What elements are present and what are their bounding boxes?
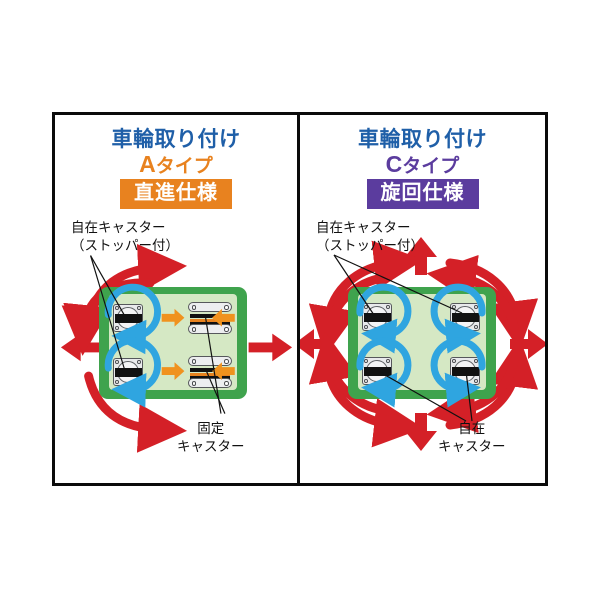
caster-fixed-front-right bbox=[188, 302, 232, 334]
axis-arrow-front-right bbox=[161, 308, 235, 327]
panel-a-type-letter: A bbox=[139, 151, 156, 177]
panel-a-fixed-note-line1: 固定 bbox=[197, 421, 225, 436]
leader-bottom-1 bbox=[377, 370, 467, 422]
leader-swivel-1 bbox=[90, 255, 125, 316]
panel-c-type-letter: C bbox=[385, 151, 403, 177]
panel-a-swivel-note-line1: 自在キャスター bbox=[71, 220, 166, 235]
arrow-curve-br-in bbox=[426, 356, 519, 434]
panel-a-rotation-arcs bbox=[104, 283, 161, 408]
panel-c-spec-badge: 旋回仕様 bbox=[366, 179, 479, 209]
caster-swivel-rear-left bbox=[362, 357, 392, 385]
rotation-arc-rear-left bbox=[104, 337, 161, 408]
diagram-frame: 車輪取り付け Aタイプ 直進仕様 自在キャスター （ストッパー付） 固定 キャス… bbox=[52, 112, 548, 486]
panel-c-swivel-note: 自在キャスター （ストッパー付） bbox=[316, 219, 424, 255]
arrow-curve-lower bbox=[84, 371, 188, 453]
panel-a-swivel-note: 自在キャスター （ストッパー付） bbox=[71, 219, 179, 255]
panel-c-title: 車輪取り付け bbox=[358, 128, 487, 151]
rotation-arc-front-left bbox=[356, 283, 412, 354]
panel-a-type-label: Aタイプ bbox=[55, 151, 297, 178]
panel-a-axis-arrows bbox=[161, 308, 235, 380]
panel-c-swivel-note-line2: （ストッパー付） bbox=[316, 237, 424, 253]
panel-c-type-suffix: タイプ bbox=[402, 156, 460, 177]
arrow-right bbox=[248, 333, 293, 362]
leader-bottom-2 bbox=[465, 370, 473, 422]
leader-fixed-2 bbox=[204, 367, 226, 414]
leader-top-1 bbox=[333, 254, 375, 316]
rotation-arc-rear-left bbox=[356, 337, 412, 408]
leader-swivel-2 bbox=[89, 255, 125, 369]
axis-arrow-rear-right bbox=[161, 362, 235, 380]
panel-c-swivel-note-line1: 自在キャスター bbox=[316, 220, 411, 235]
panel-a-type-suffix: タイプ bbox=[155, 156, 213, 177]
panel-a-swivel-note-line2: （ストッパー付） bbox=[71, 237, 179, 253]
panel-type-c: 車輪取り付け Cタイプ 旋回仕様 自在キャスター （ストッパー付） 自在 キャス… bbox=[300, 115, 545, 483]
panel-a-fixed-note: 固定 キャスター bbox=[177, 420, 245, 455]
panel-c-swivel-note-bottom: 自在 キャスター bbox=[438, 420, 506, 455]
rotation-arc-front-left bbox=[104, 283, 161, 355]
panel-a-fixed-note-line2: キャスター bbox=[177, 438, 245, 454]
panel-c-bottom-note-line1: 自在 bbox=[458, 421, 486, 436]
panel-a-spec-badge: 直進仕様 bbox=[120, 179, 232, 209]
panel-type-a: 車輪取り付け Aタイプ 直進仕様 自在キャスター （ストッパー付） 固定 キャス… bbox=[55, 115, 300, 483]
panel-a-title: 車輪取り付け bbox=[111, 128, 241, 151]
panel-c-type-label: Cタイプ bbox=[300, 151, 545, 178]
panel-c-bottom-note-line2: キャスター bbox=[438, 438, 506, 454]
